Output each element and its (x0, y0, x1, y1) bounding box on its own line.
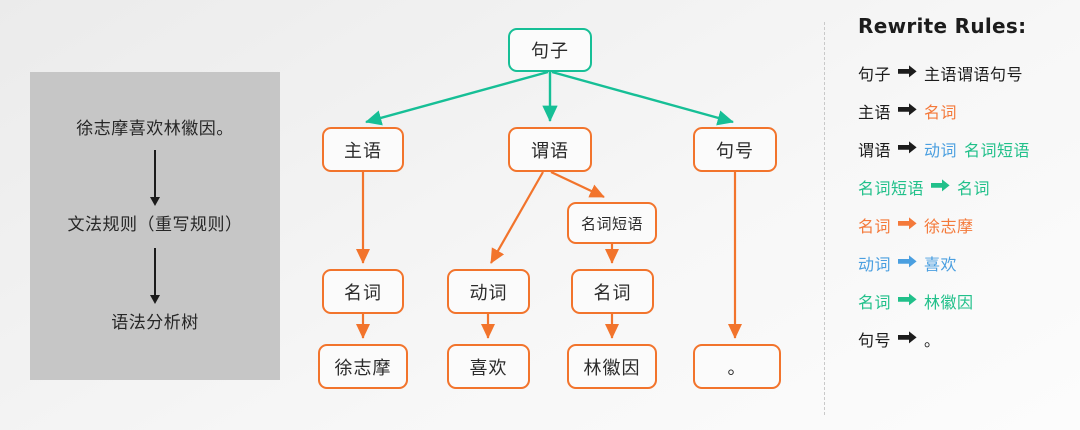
tree-node-label: 喜欢 (469, 357, 508, 379)
right-arrow-icon (898, 293, 917, 309)
rule-rhs-part: 名词 (924, 103, 958, 122)
tree-node-label: 名词 (344, 282, 382, 304)
pipeline-input-sentence: 徐志摩喜欢林徽因。 (76, 119, 234, 139)
tree-node-label: 谓语 (531, 140, 569, 162)
rewrite-rule-row: 名词短语 名词 (858, 168, 1073, 206)
tree-node-noun2: 名词 (571, 269, 654, 314)
tree-node-label: 。 (727, 357, 747, 379)
rule-lhs: 名词短语 (858, 179, 925, 198)
tree-node-label: 主语 (344, 140, 382, 162)
rule-lhs: 谓语 (858, 141, 892, 160)
pipeline-panel: 徐志摩喜欢林徽因。 文法规则（重写规则） 语法分析树 (30, 72, 280, 380)
tree-node-label: 徐志摩 (334, 357, 392, 379)
rule-rhs: 动词名词短语 (924, 137, 1030, 161)
rewrite-rule-row: 主语 名词 (858, 92, 1073, 130)
rule-lhs: 句号 (858, 331, 892, 350)
tree-node-label: 名词短语 (580, 214, 643, 233)
tree-node-leaf4: 。 (693, 344, 781, 389)
down-arrow-icon (154, 150, 156, 198)
rewrite-rules-panel: Rewrite Rules: 句子主语谓语句号主语名词谓语动词名词短语名词短语名… (858, 14, 1073, 358)
rule-rhs-part: 动词 (924, 141, 958, 160)
tree-node-leaf3: 林徽因 (567, 344, 657, 389)
rewrite-rule-row: 谓语 动词名词短语 (858, 130, 1073, 168)
tree-node-label: 动词 (469, 282, 508, 304)
rule-rhs: 喜欢 (924, 251, 957, 275)
rule-rhs: 林徽因 (924, 289, 974, 313)
tree-node-leaf2: 喜欢 (447, 344, 530, 389)
tree-node-root: 句子 (508, 28, 592, 72)
rule-rhs-part: 名词短语 (964, 141, 1031, 160)
rule-rhs: 名词 (957, 175, 990, 199)
rule-lhs: 主语 (858, 103, 892, 122)
rule-rhs: 。 (924, 327, 941, 351)
edge-group-orange (355, 171, 743, 339)
rewrite-rules-title: Rewrite Rules: (858, 14, 1027, 38)
tree-node-label: 句子 (531, 41, 569, 62)
rule-rhs: 名词 (924, 99, 957, 123)
edge-root-subject (365, 70, 549, 126)
right-arrow-icon (898, 255, 917, 271)
tree-node-period: 句号 (693, 127, 777, 172)
rule-rhs-part: 喜欢 (924, 255, 958, 274)
right-arrow-icon (898, 331, 917, 347)
edge-predicate-verb (490, 171, 544, 264)
rewrite-rule-row: 句子 主语谓语句号 (858, 54, 1073, 92)
panel-divider (824, 22, 825, 415)
tree-node-label: 句号 (716, 140, 754, 162)
rule-rhs: 主语谓语句号 (924, 61, 1023, 85)
rule-rhs: 徐志摩 (924, 213, 974, 237)
rewrite-rule-row: 名词 徐志摩 (858, 206, 1073, 244)
rule-lhs: 名词 (858, 293, 892, 312)
rule-lhs: 名词 (858, 217, 892, 236)
tree-node-leaf1: 徐志摩 (318, 344, 408, 389)
tree-node-noun1: 名词 (322, 269, 404, 314)
right-arrow-icon (898, 217, 917, 233)
edge-predicate-np (550, 171, 605, 198)
tree-node-label: 名词 (593, 282, 632, 304)
rule-rhs-part: 林徽因 (924, 293, 974, 312)
pipeline-grammar-rules: 文法规则（重写规则） (67, 215, 243, 235)
edge-group-root (365, 70, 734, 126)
rule-lhs: 动词 (858, 255, 892, 274)
rule-rhs-part: 名词 (957, 179, 991, 198)
tree-node-subject: 主语 (322, 127, 404, 172)
right-arrow-icon (898, 65, 917, 81)
tree-node-np: 名词短语 (567, 202, 657, 244)
down-arrow-icon (154, 248, 156, 296)
rewrite-rules-list: 句子主语谓语句号主语名词谓语动词名词短语名词短语名词名词徐志摩动词喜欢名词林徽因… (858, 54, 1073, 358)
tree-node-verb: 动词 (447, 269, 530, 314)
edge-root-period (551, 70, 734, 126)
rewrite-rule-row: 句号 。 (858, 320, 1073, 358)
rewrite-rule-row: 名词 林徽因 (858, 282, 1073, 320)
tree-node-predicate: 谓语 (508, 127, 592, 172)
right-arrow-icon (898, 141, 917, 157)
rewrite-rule-row: 动词 喜欢 (858, 244, 1073, 282)
rule-rhs-part: 。 (924, 331, 941, 350)
rule-rhs-part: 主语谓语句号 (924, 65, 1024, 84)
right-arrow-icon (931, 179, 950, 195)
pipeline-parse-tree: 语法分析树 (111, 313, 199, 333)
right-arrow-icon (898, 103, 917, 119)
tree-node-label: 林徽因 (583, 357, 641, 379)
rule-lhs: 句子 (858, 65, 892, 84)
rule-rhs-part: 徐志摩 (924, 217, 974, 236)
